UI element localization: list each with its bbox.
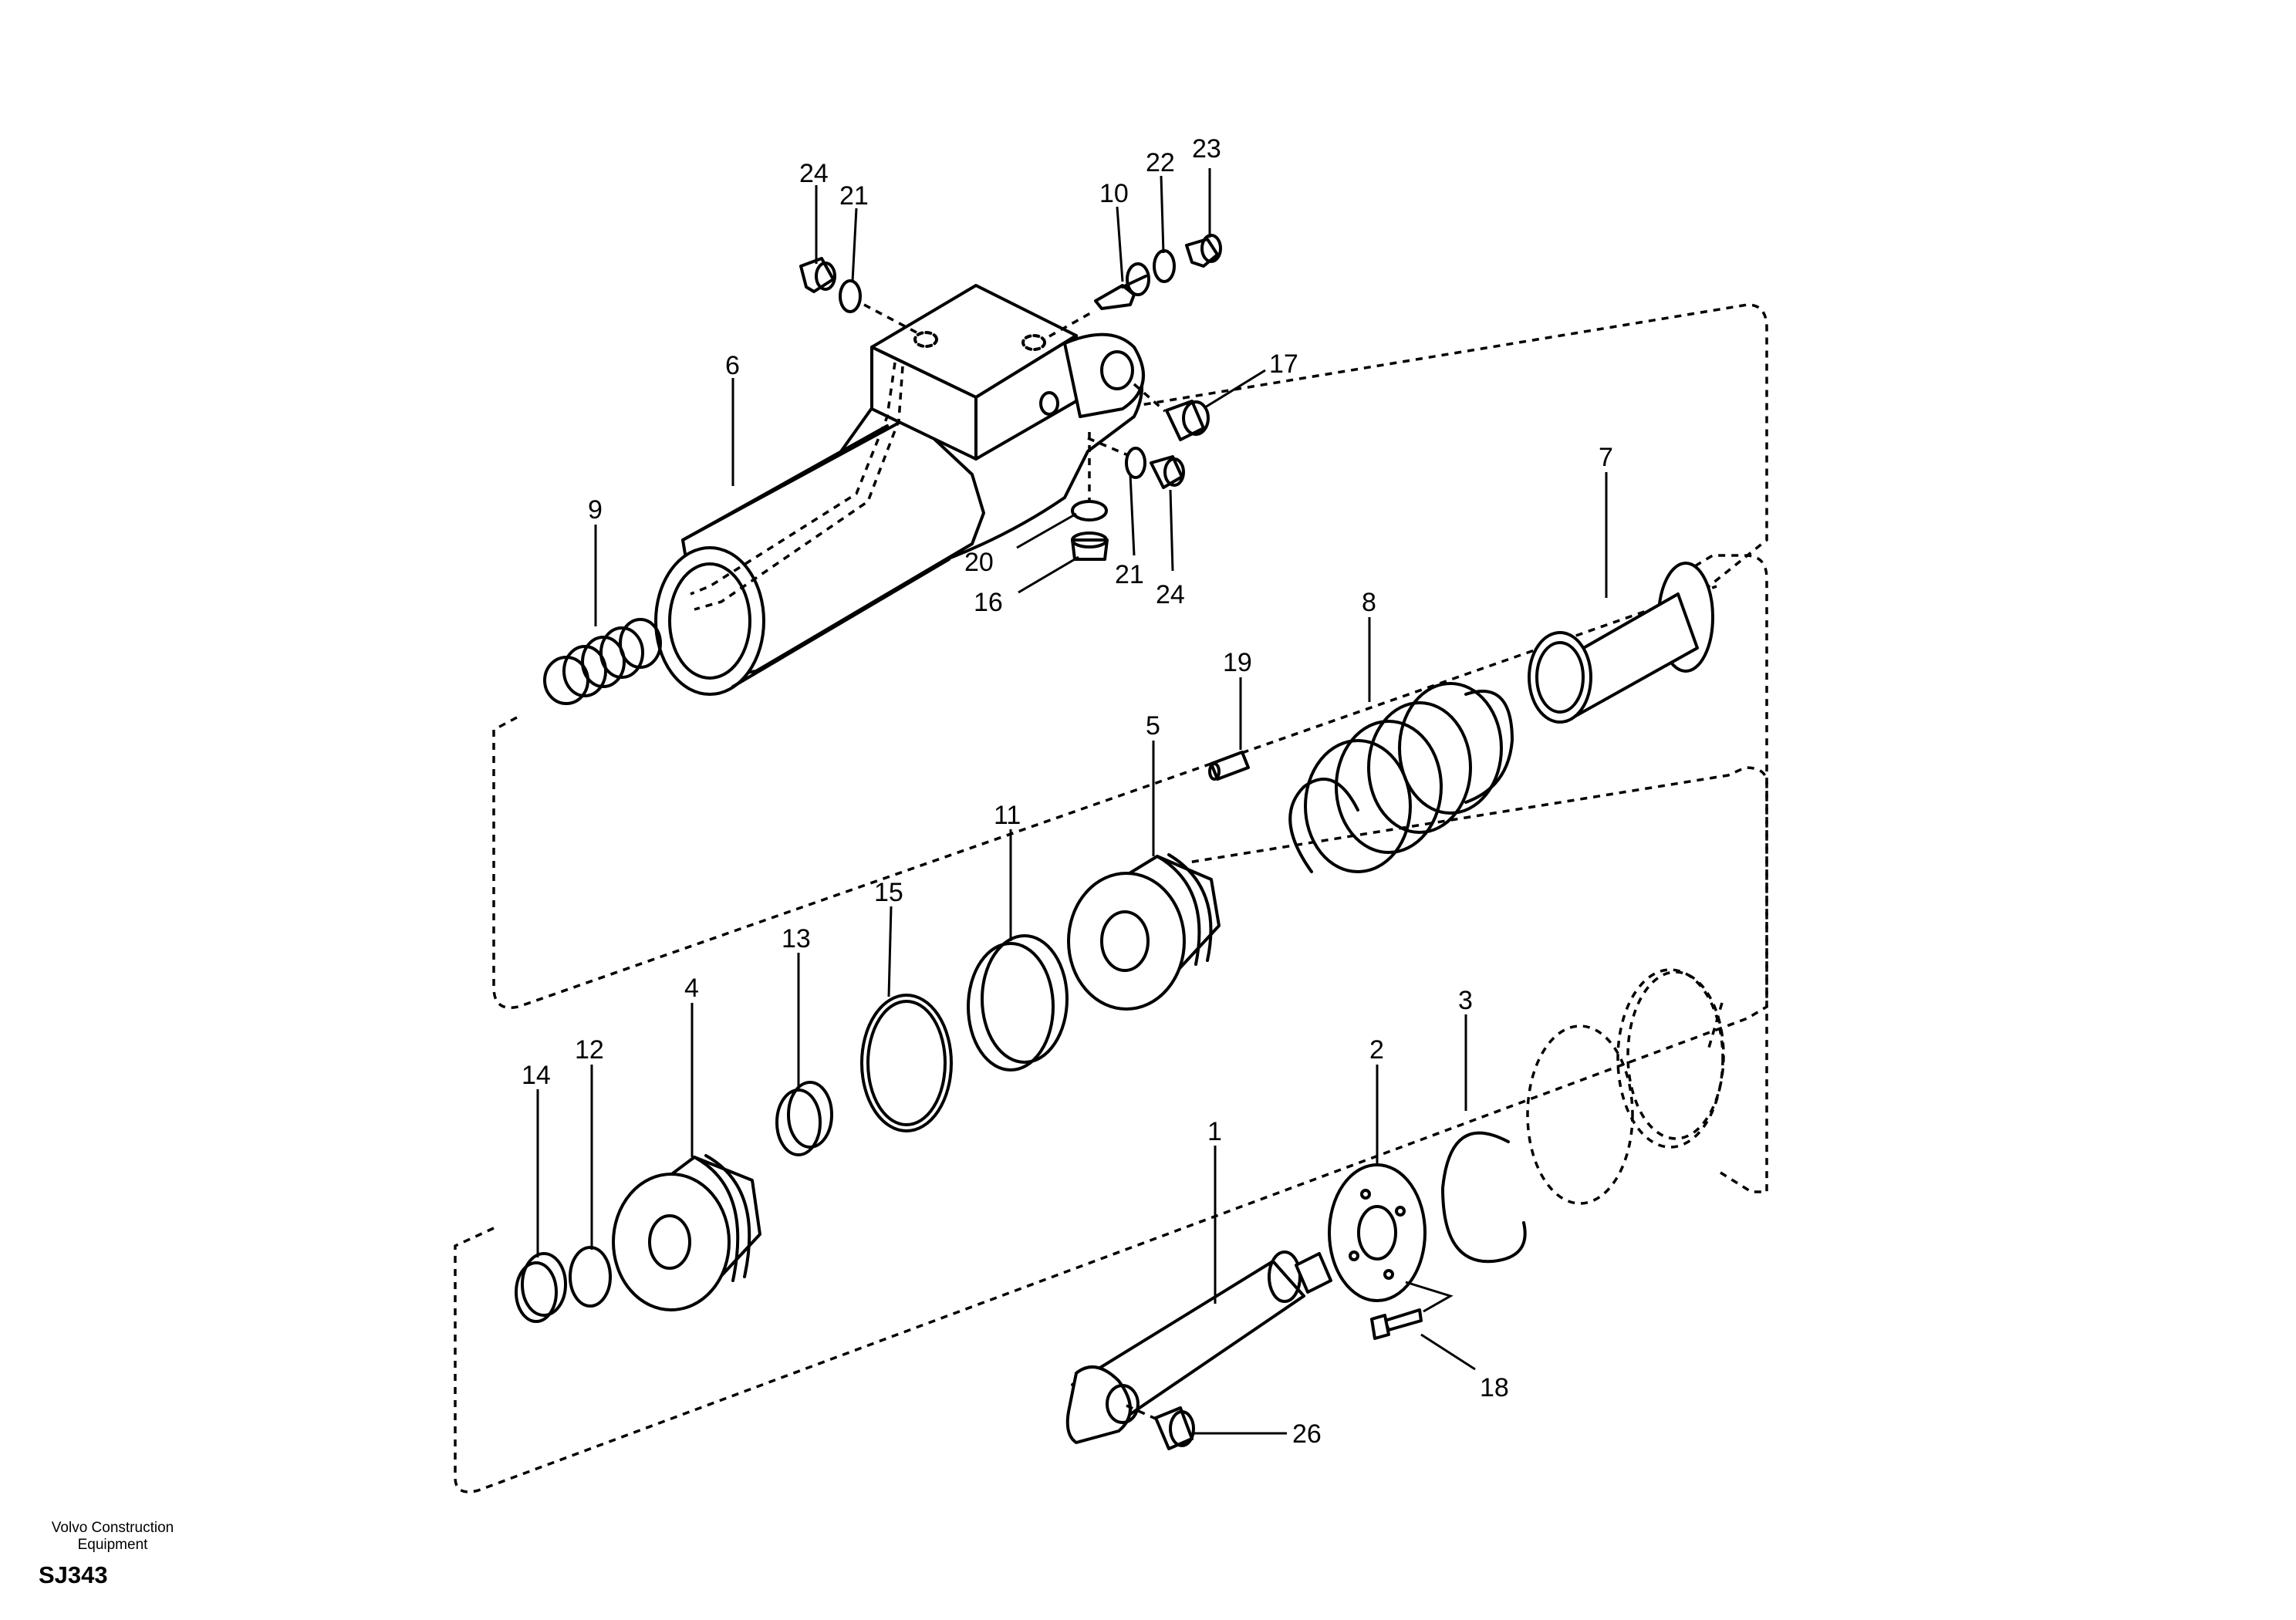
callout-18: 18	[1480, 1373, 1509, 1402]
plug-part-24-top	[799, 257, 836, 293]
small-spring-part-9	[543, 618, 662, 705]
piston-rod-part-1	[1065, 1250, 1332, 1444]
lower-assembly-loop	[454, 766, 1768, 1493]
ring-part-12	[569, 1246, 612, 1308]
callout-13: 13	[782, 924, 811, 953]
piston-part-5	[1067, 853, 1221, 1011]
callout-labels: 24 21 10 22 23 6 9 17 7 21 24 20 16 8 19…	[522, 134, 1613, 1449]
callout-12: 12	[575, 1035, 604, 1065]
wide-ring-part-11	[967, 934, 1069, 1072]
callout-19: 19	[1223, 648, 1252, 677]
leader-lines	[536, 168, 1608, 1435]
dashed-ring-left	[1526, 1024, 1634, 1205]
oring-part-22	[1153, 249, 1176, 283]
small-ring-part-13	[775, 1081, 833, 1156]
pin-part-19	[1208, 751, 1250, 781]
callout-10: 10	[1099, 179, 1129, 208]
plug-part-23	[1185, 234, 1222, 268]
circlip-part-3	[1441, 1131, 1527, 1264]
piston-part-4	[612, 1154, 761, 1311]
callout-23: 23	[1192, 134, 1221, 164]
callout-8: 8	[1362, 588, 1376, 617]
brand-line-1: Volvo Construction	[51, 1520, 174, 1536]
callout-1: 1	[1207, 1117, 1222, 1146]
flange-plate-part-2	[1328, 1163, 1427, 1302]
callout-17: 17	[1269, 349, 1298, 379]
callout-5: 5	[1146, 711, 1160, 741]
plug-part-24-side	[1150, 455, 1185, 489]
oring-part-20	[1071, 500, 1108, 521]
upper-assembly-loop	[1693, 554, 1768, 1193]
brand-caption: Volvo Construction Equipment	[35, 1520, 190, 1554]
callout-9: 9	[588, 495, 603, 525]
bushing-part-17	[1165, 400, 1210, 441]
callout-15: 15	[874, 878, 903, 907]
upper-assembly-loop	[492, 303, 1768, 1009]
callout-14: 14	[522, 1061, 551, 1090]
callout-26: 26	[1292, 1419, 1322, 1449]
cylinder-body-part-6	[654, 284, 1145, 696]
callout-16: 16	[974, 588, 1003, 617]
callout-22: 22	[1146, 148, 1175, 177]
sleeve-part-7	[1528, 562, 1714, 724]
callout-21-side: 21	[1115, 560, 1144, 589]
plug-part-16	[1071, 532, 1109, 561]
callout-24-side: 24	[1156, 580, 1185, 609]
callout-20: 20	[964, 548, 994, 577]
ring-part-14	[515, 1252, 567, 1323]
brand-line-2: Equipment	[77, 1537, 148, 1553]
large-spring-part-8	[1288, 682, 1514, 873]
callout-11: 11	[994, 801, 1021, 830]
callout-7: 7	[1599, 443, 1613, 472]
callout-3: 3	[1458, 986, 1473, 1015]
oring-part-21-side	[1125, 447, 1146, 479]
callout-21-top: 21	[839, 181, 869, 211]
bolt-part-18	[1370, 1308, 1423, 1340]
callout-4: 4	[684, 974, 699, 1003]
thin-ring-part-15	[860, 994, 953, 1132]
valve-part-10	[1094, 262, 1150, 310]
drawing-code: SJ343	[39, 1561, 108, 1588]
bushing-part-26	[1154, 1406, 1195, 1450]
callout-6: 6	[725, 351, 740, 380]
callout-2: 2	[1369, 1035, 1384, 1065]
oring-part-21-top	[839, 279, 862, 313]
callout-24-top: 24	[799, 159, 829, 188]
